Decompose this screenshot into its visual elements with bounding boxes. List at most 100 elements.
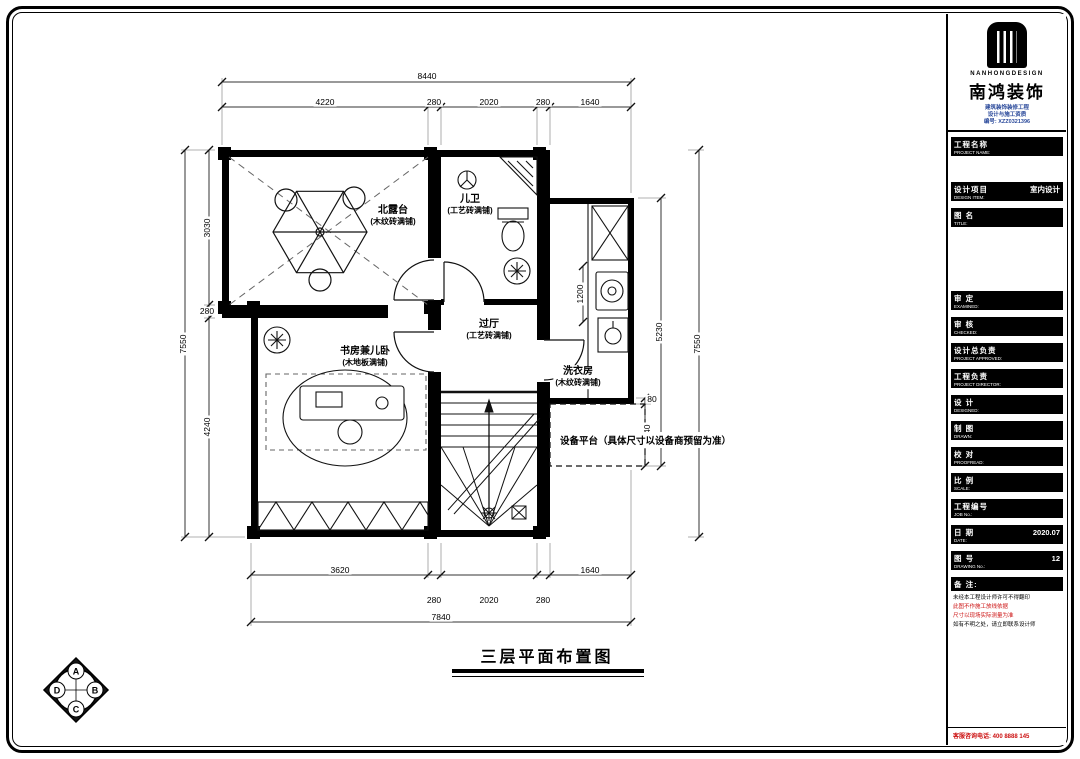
dim-label: 280 [424,96,444,107]
field-label: 设计项目 [954,185,988,195]
brand-latin: NANHONGDESIGN [970,71,1044,77]
title-underline-thin [452,676,644,677]
dim-label: 2020 [477,594,501,605]
field-sublabel: PROJECT NAME: [954,150,991,156]
dim-label: 80 [645,393,659,404]
field-value: 室内设计 [1030,185,1060,195]
room-name: 北露台 [377,205,408,217]
terrace-roof-lines [228,156,429,306]
field-label: 图 号 [954,554,975,564]
brand-stripes [997,31,1017,63]
field-label: 设计总负责 [954,346,997,356]
credential-line: 建筑装饰装修工程 [984,105,1029,111]
credential-line: 设计与施工资质 [987,112,1027,119]
room-finish: (工艺砖满铺) [466,331,512,341]
field-label: 审 定 [954,294,975,304]
field-sublabel: PROJECT APPROVED: [954,356,1003,362]
field-label: 工程编号 [954,502,988,512]
company-logo: NANHONGDESIGN 南鸿装饰 建筑装饰装修工程 设计与施工资质 编号: … [948,14,1066,133]
field-label: 比 例 [954,476,975,486]
field-sublabel: JOB No.: [954,512,973,518]
dim-label: 4240 [201,415,212,439]
field-label: 设 计 [954,398,975,408]
svg-text:C: C [73,705,80,715]
field-label: 工程名称 [954,140,988,150]
svg-text:A: A [73,667,80,677]
remark-line: 未经本工程设计师许可不得翻印 [953,595,1031,602]
field-proofread: 校 对 PROOFREAD: [951,447,1063,467]
room-name: 儿卫 [459,194,480,206]
remark-line: 如有不明之处，请立即联系设计师 [953,621,1036,628]
field-label: 校 对 [954,450,975,460]
field-sublabel: PROJECT DIRECTOR: [954,382,1001,388]
service-hotline: 客服咨询电话: 400 8888 145 [948,727,1066,745]
dim-label: 280 [533,96,553,107]
room-finish: (木地板满铺) [342,358,388,368]
room-label-hall: 过厅 (工艺砖满铺) [464,318,514,342]
field-project-director: 工程负责 PROJECT DIRECTOR: [951,369,1063,389]
field-value: 12 [1051,554,1060,564]
room-label-terrace: 北露台 (木纹砖满铺) [368,204,418,228]
study-furniture [257,369,429,532]
dim-label: 4220 [313,96,337,107]
title-block: NANHONGDESIGN 南鸿装饰 建筑装饰装修工程 设计与施工资质 编号: … [946,14,1066,745]
field-job-number: 工程编号 JOB No.: [951,499,1063,519]
title-block-fields: 工程名称 PROJECT NAME: 设计项目 室内设计 DESIGN ITEM… [948,132,1066,577]
field-label: 工程负责 [954,372,988,382]
field-sublabel: EXAMINED: [954,304,979,310]
parasol-table-icon [272,186,368,292]
room-label-kids-bath: 儿卫 (工艺砖满铺) [445,193,495,217]
dim-label: 1640 [578,96,602,107]
field-label: 图 名 [954,211,975,221]
field-scale: 比 例 SCALE: [951,473,1063,493]
dim-label: 1640 [578,564,602,575]
field-sublabel: PROOFREAD: [954,460,984,466]
door-swings [393,259,585,381]
room-finish: (木纹砖满铺) [555,378,601,388]
field-date: 日 期 2020.07 DATE: [951,525,1063,545]
dim-label: 2020 [477,96,501,107]
dim-label: 7550 [691,332,702,356]
field-sublabel: CHECKED: [954,330,978,336]
field-drawing-number: 图 号 12 DRAWING No.: [951,551,1063,571]
field-sublabel: TITLE: [954,221,968,227]
title-underline [452,669,644,673]
credential-line: 编号: XZZ0321396 [983,119,1031,126]
field-sublabel: DESIGNED: [954,408,979,414]
field-designed: 设 计 DESIGNED: [951,395,1063,415]
field-sublabel: DRAWING No.: [954,564,986,570]
room-label-study: 书房兼儿卧 (木地板满铺) [338,345,392,369]
dim-label: 280 [533,594,553,605]
remark-line: 此图不作施工放线依据 [953,604,1009,611]
remarks-header: 备 注: [951,577,1063,592]
field-label: 备 注: [954,580,978,590]
remarks-section: 备 注: 未经本工程设计师许可不得翻印 此图不作施工放线依据 尺寸以现场实际测量… [948,577,1066,727]
room-name: 洗衣房 [562,366,593,378]
stairs [440,390,541,527]
dim-label: 280 [424,594,444,605]
equipment-platform-note: 设备平台（具体尺寸以设备商预留为准） [558,432,734,448]
plant-icons [263,257,531,354]
field-sublabel: DATE: [954,538,967,544]
room-name: 书房兼儿卧 [340,346,390,358]
field-sublabel: DRAWN: [954,434,973,440]
dim-label: 7840 [429,611,453,622]
dim-label: 3620 [328,564,352,575]
svg-text:B: B [92,686,99,696]
field-chief-designer: 设计总负责 PROJECT APPROVED: [951,343,1063,363]
dim-label: 3030 [201,216,212,240]
remark-line: 尺寸以现场实际测量为准 [953,613,1014,620]
room-label-laundry: 洗衣房 (木纹砖满铺) [553,365,603,389]
dim-label: 7550 [177,332,188,356]
field-sublabel: SCALE: [954,486,971,492]
walls [222,150,634,537]
field-project-name: 工程名称 PROJECT NAME: [951,137,1063,157]
field-drawn: 制 图 DRAWN: [951,421,1063,441]
bathroom-fixtures [457,156,538,252]
room-finish: (木纹砖满铺) [370,217,416,227]
drawing-title: 三层平面布置图 [480,649,614,666]
room-name: 过厅 [478,319,499,331]
room-finish: (工艺砖满铺) [447,206,493,216]
dim-label: 1200 [574,282,585,306]
